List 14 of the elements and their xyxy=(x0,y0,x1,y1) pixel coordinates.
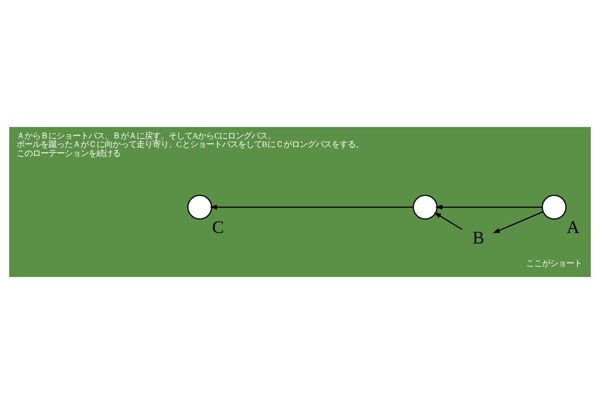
arrow xyxy=(435,204,542,210)
label: ここがショート xyxy=(526,258,582,268)
arrow xyxy=(434,212,462,230)
node-label: A xyxy=(566,216,580,237)
label: ボールを蹴ったＡがＣに向かって走り寄り、CとショートパスをしてBにＣがロングパスをする。 xyxy=(16,140,364,149)
arrow xyxy=(210,204,414,210)
label: このローテーションを続ける xyxy=(16,148,120,158)
label: ＡからＢにショートパス、ＢがＡに戻す。そしてAからCにロングパス。 xyxy=(16,130,276,140)
node-circle xyxy=(412,194,438,220)
node-circle xyxy=(187,194,212,220)
node-circle xyxy=(542,194,567,220)
arrow xyxy=(492,210,544,233)
node-label: C xyxy=(212,216,224,237)
node-text: B xyxy=(472,227,484,248)
